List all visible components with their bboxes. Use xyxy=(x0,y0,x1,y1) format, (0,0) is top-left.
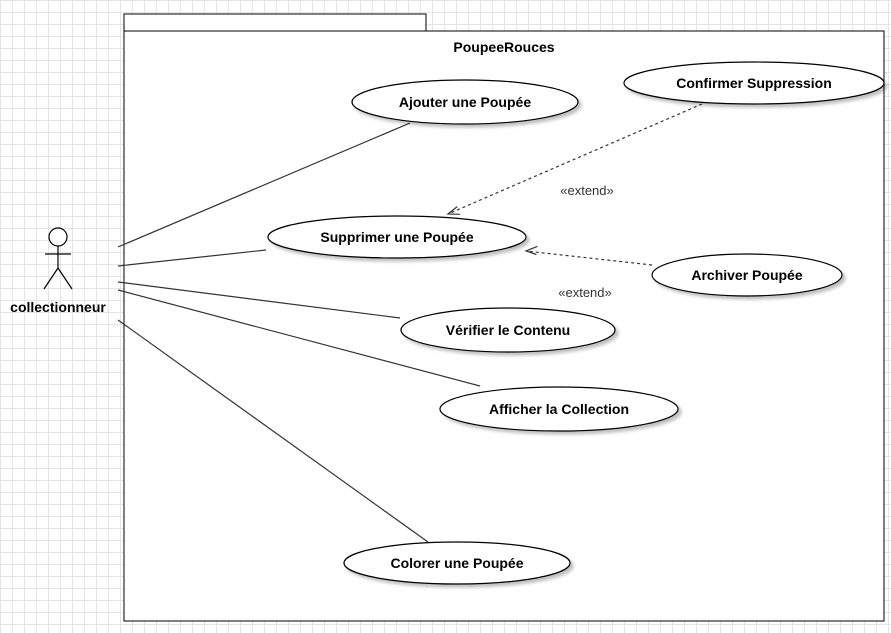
use-case-label: Archiver Poupée xyxy=(691,267,802,283)
use-case-colorer[interactable]: Colorer une Poupée xyxy=(343,541,571,585)
association-ajouter[interactable] xyxy=(117,122,411,248)
use-case-verifier[interactable]: Vérifier le Contenu xyxy=(400,307,616,353)
use-case-ajouter[interactable]: Ajouter une Poupée xyxy=(351,79,579,125)
use-case-label: Vérifier le Contenu xyxy=(446,322,570,338)
package-tab xyxy=(123,13,427,32)
association-afficher[interactable] xyxy=(117,289,481,387)
use-case-label: Afficher la Collection xyxy=(489,401,629,417)
extend-confirmer[interactable] xyxy=(446,103,703,215)
use-case-shape xyxy=(651,253,843,297)
extend-label: «extend» xyxy=(558,285,612,300)
arrowhead xyxy=(524,245,538,256)
use-case-archiver[interactable]: Archiver Poupée xyxy=(651,253,843,297)
stick-figure-icon xyxy=(43,227,73,290)
use-case-confirmer[interactable]: Confirmer Suppression xyxy=(623,61,885,105)
association-colorer[interactable] xyxy=(117,319,429,543)
arrowhead xyxy=(446,206,460,215)
extend-label: «extend» xyxy=(560,183,614,198)
associations xyxy=(117,122,481,543)
extend-line xyxy=(447,103,703,215)
actor-collectionneur[interactable]: collectionneur xyxy=(10,227,106,315)
use-case-label: Ajouter une Poupée xyxy=(399,94,531,110)
use-case-label: Colorer une Poupée xyxy=(390,555,523,571)
use-case-shape xyxy=(343,541,571,585)
actor-name: collectionneur xyxy=(10,299,106,315)
extend-archiver[interactable] xyxy=(524,245,653,266)
use-case-label: Confirmer Suppression xyxy=(676,75,832,91)
use-case-supprimer[interactable]: Supprimer une Poupée xyxy=(267,215,527,259)
association-verifier[interactable] xyxy=(117,281,401,319)
system-name: PoupeeRouces xyxy=(453,39,554,55)
use-case-shape xyxy=(623,61,885,105)
use-case-shape xyxy=(267,215,527,259)
use-case-shape xyxy=(400,307,616,353)
use-case-label: Supprimer une Poupée xyxy=(320,229,473,245)
use-case-shape xyxy=(439,386,679,432)
use-case-shape xyxy=(351,79,579,125)
association-supprimer[interactable] xyxy=(117,249,267,267)
use-case-afficher[interactable]: Afficher la Collection xyxy=(439,386,679,432)
